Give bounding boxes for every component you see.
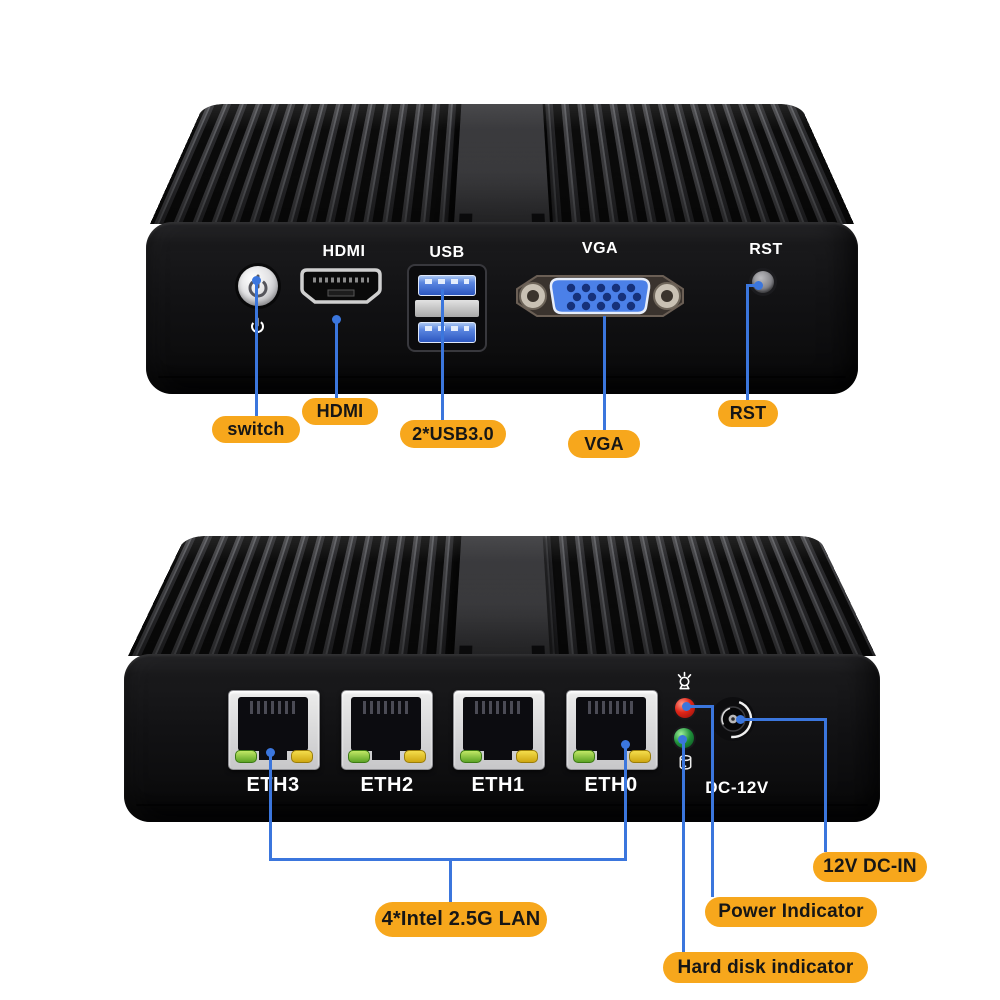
callout-switch: switch [212,416,300,443]
hdd-led-line-dot [678,735,687,744]
callout-rst: RST [718,400,778,427]
power-line-h [686,705,714,708]
dc-line-v [824,718,827,852]
callout-dc-in: 12V DC-IN [813,852,927,882]
rear-heatsink-fins [128,536,876,656]
front-heatsink-fins [150,104,854,224]
hdmi-line-dot [332,315,341,324]
link-led-green [573,750,595,763]
eth2-port [341,690,433,770]
power-line-v [711,705,714,897]
usb-port-label: USB [429,244,465,261]
link-led-green [460,750,482,763]
eth2-label: ETH2 [360,774,414,796]
dc-power-jack [710,696,756,742]
power-light-icon [675,671,694,691]
hdmi-port [298,265,384,309]
eth0-line [624,744,627,861]
callout-lan: 4*Intel 2.5G LAN [375,902,547,937]
usb-port-top [418,275,476,296]
vga-port-label: VGA [581,240,619,257]
eth3-line [269,752,272,861]
callout-hdd-indicator: Hard disk indicator [663,952,868,983]
switch-line-dot [252,276,261,285]
dc-12v-label: DC-12V [705,778,769,797]
hdmi-line [335,321,338,398]
power-symbol-icon [248,274,268,298]
dc-line-h [740,718,827,721]
link-led-green [235,750,257,763]
rst-line-h [746,284,760,287]
hdmi-port-label: HDMI [322,243,366,260]
eth3-port [228,690,320,770]
power-button [238,266,278,306]
vga-port [513,262,687,328]
usb3-dual-port [407,264,487,352]
vga-line [603,316,606,430]
front-bottom-groove [158,376,846,378]
rst-line-v [746,284,749,400]
hdd-line [682,740,685,952]
rst-port-label: RST [749,241,783,258]
lan-line-stub [449,858,452,902]
lan-line-horizontal [269,858,627,861]
callout-power-indicator: Power Indicator [705,897,877,927]
callout-vga: VGA [568,430,640,458]
usb-divider [415,300,479,317]
callout-hdmi: HDMI [302,398,378,425]
rj45-opening [238,697,308,751]
eth1-port [453,690,545,770]
callout-usb: 2*USB3.0 [400,420,506,448]
eth0-label: ETH0 [584,774,638,796]
activity-led-yellow [404,750,426,763]
rj45-opening [463,697,533,751]
heatsink-center-channel [454,536,550,656]
activity-led-yellow [516,750,538,763]
heatsink-center-channel [454,104,550,224]
rj45-opening [576,697,646,751]
front-panel-face [146,222,858,394]
usb-line [441,289,444,420]
rj45-opening [351,697,421,751]
hard-disk-icon [678,754,693,772]
rear-bottom-groove [136,804,868,806]
usb-port-bottom [418,322,476,343]
activity-led-yellow [629,750,651,763]
eth1-label: ETH1 [471,774,525,796]
activity-led-yellow [291,750,313,763]
switch-line [255,282,258,416]
eth0-port [566,690,658,770]
eth3-label: ETH3 [246,774,300,796]
link-led-green [348,750,370,763]
